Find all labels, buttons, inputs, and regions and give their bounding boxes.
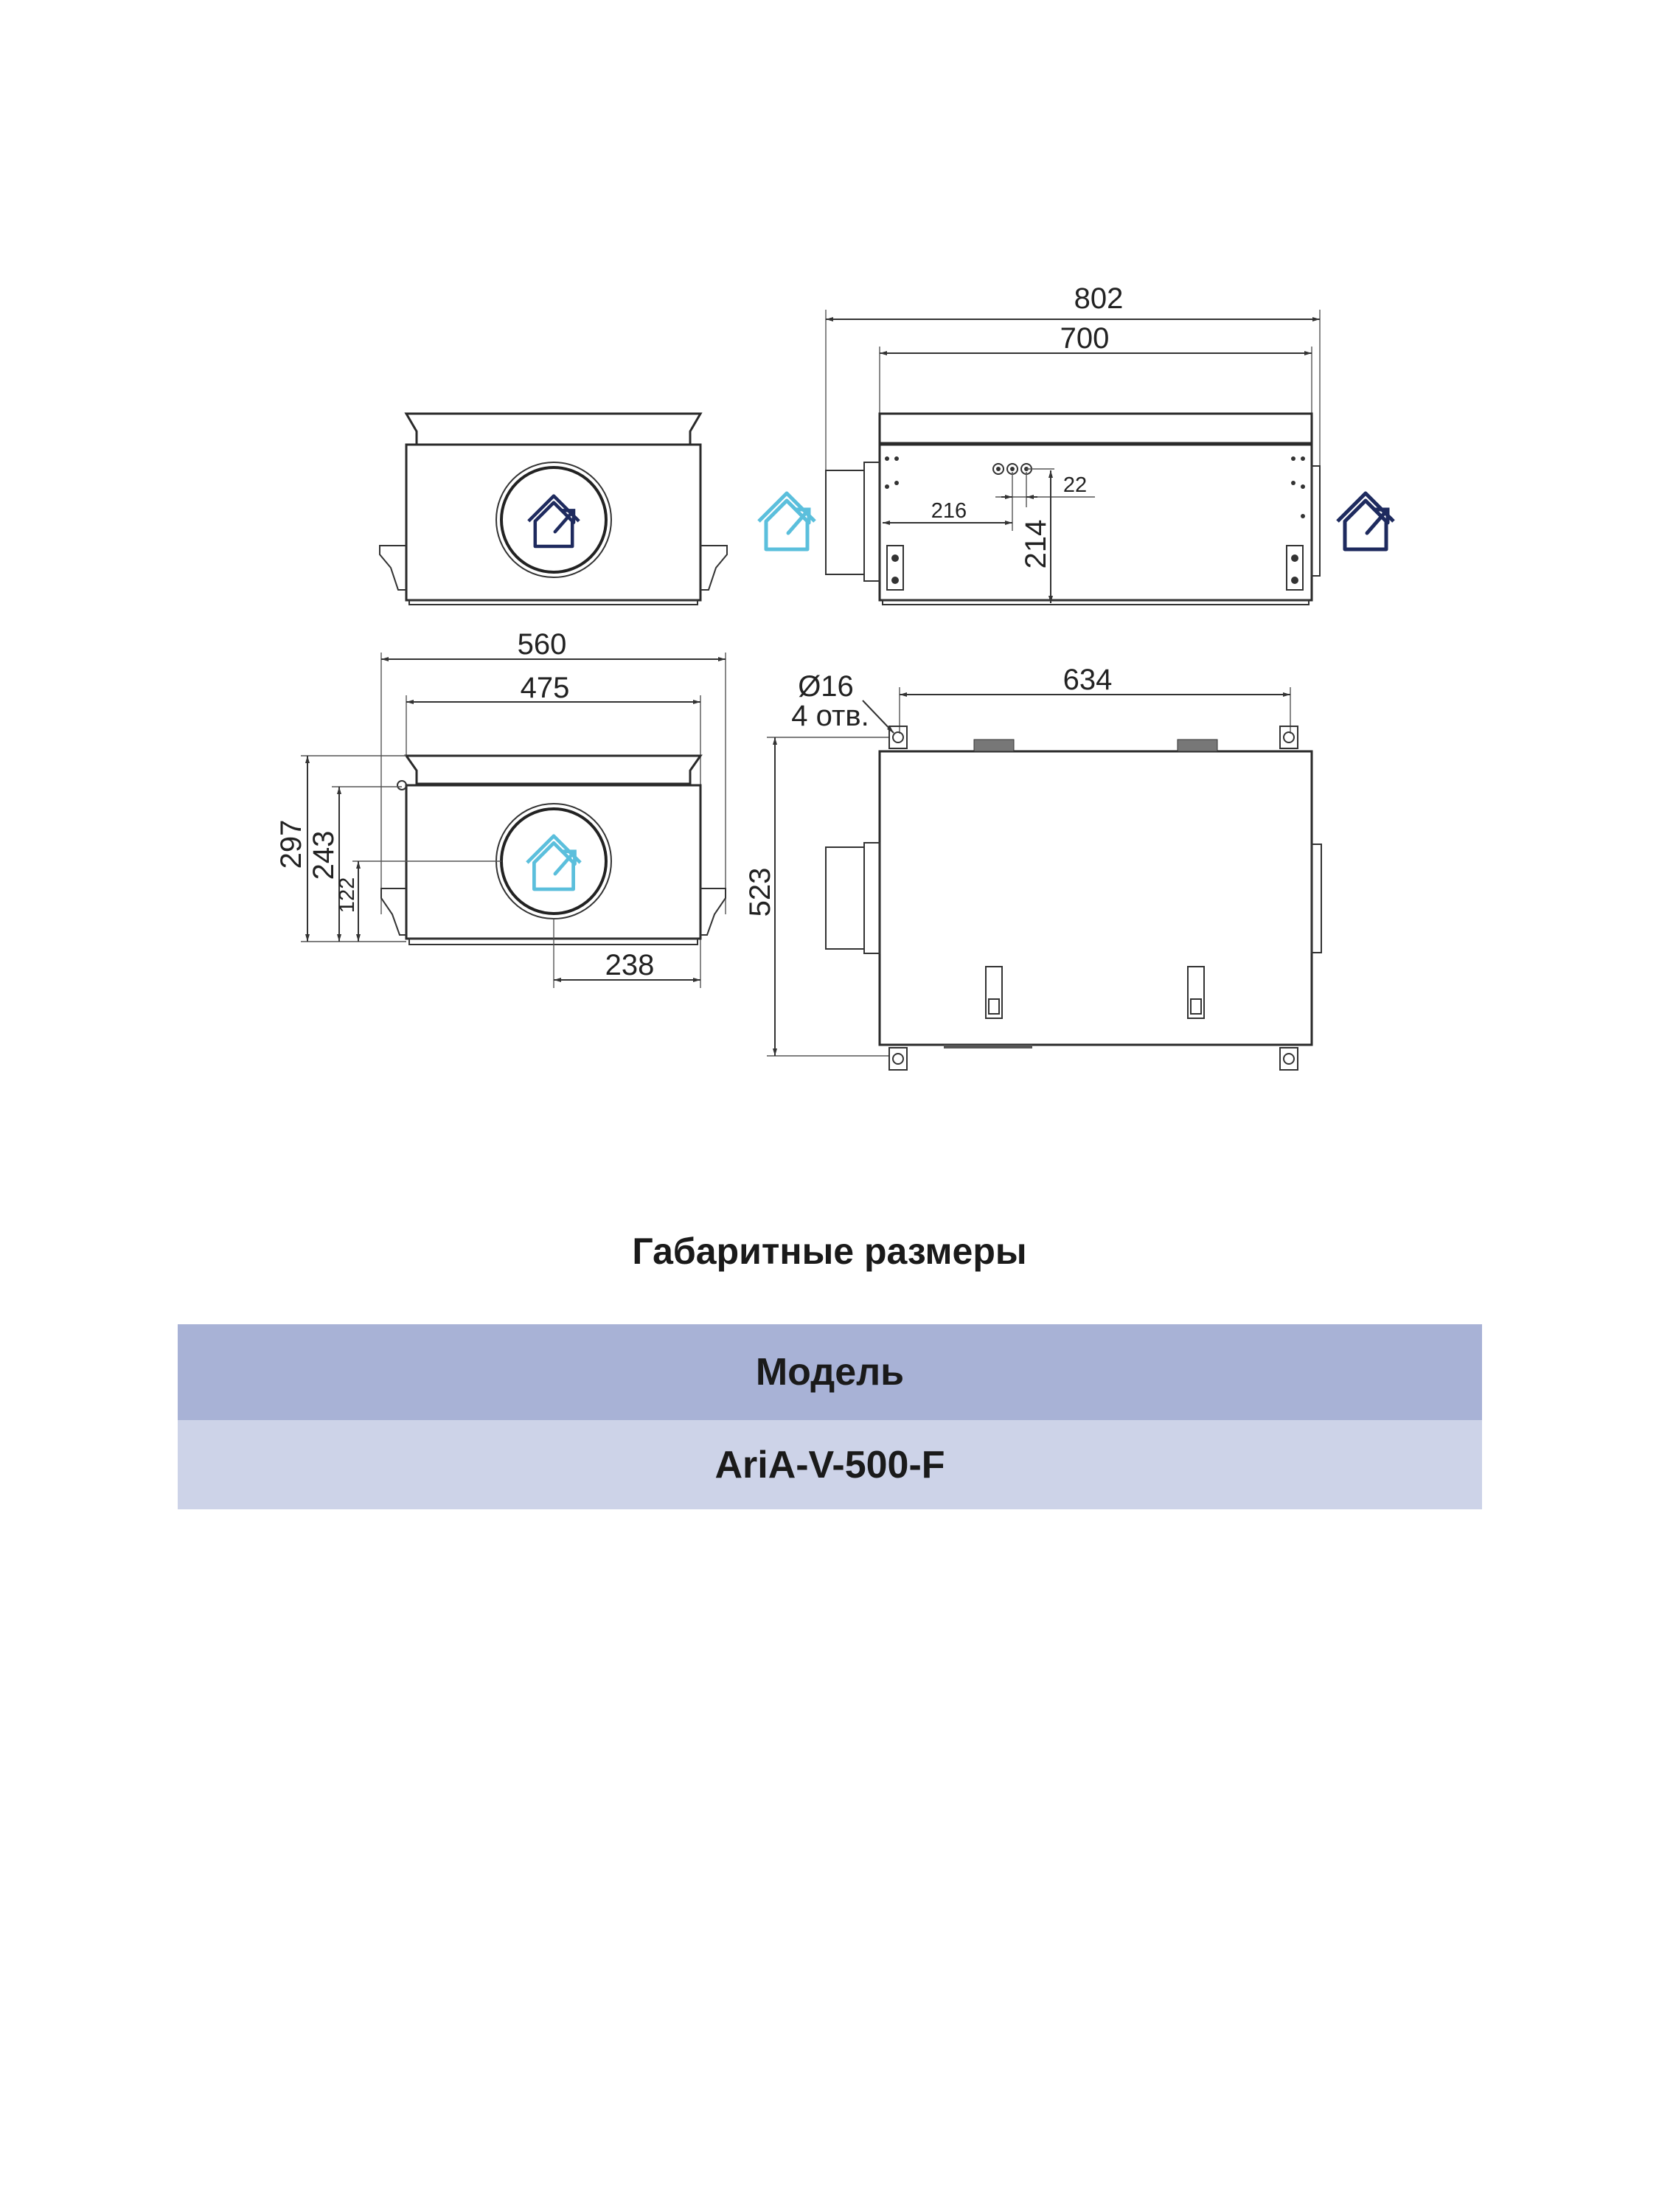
side-view-top: 802 700 216 22 214 — [759, 282, 1394, 605]
dim-122: 122 — [335, 877, 359, 913]
end-view-bottom: 560 475 297 243 122 238 — [275, 628, 726, 988]
table-header: Модель — [178, 1324, 1482, 1420]
supply-house-icon — [759, 493, 815, 549]
dim-475: 475 — [521, 672, 570, 704]
model-table: Модель AriA-V-500-F — [178, 1324, 1482, 1509]
dim-22: 22 — [1063, 473, 1087, 497]
dim-802: 802 — [1074, 282, 1124, 315]
end-view-top — [379, 412, 728, 605]
exhaust-house-icon — [1338, 493, 1394, 549]
dim-214: 214 — [1020, 520, 1052, 569]
mounting-lugs — [888, 726, 1298, 1071]
table-row: AriA-V-500-F — [178, 1420, 1482, 1509]
dim-523: 523 — [744, 868, 776, 917]
dim-243: 243 — [307, 831, 340, 880]
dim-700: 700 — [1060, 322, 1110, 355]
dim-634: 634 — [1063, 664, 1113, 696]
hole-count-label: 4 отв. — [791, 700, 869, 732]
dim-560: 560 — [518, 628, 567, 661]
dim-238: 238 — [605, 949, 655, 981]
dim-297: 297 — [275, 820, 307, 869]
plan-view: 634 Ø16 4 отв. 523 — [744, 664, 1322, 1071]
dim-216: 216 — [931, 499, 967, 523]
page-title: Габаритные размеры — [632, 1231, 1027, 1272]
dimensional-drawing: 802 700 216 22 214 — [275, 282, 1659, 1071]
hole-diameter-label: Ø16 — [798, 670, 854, 703]
